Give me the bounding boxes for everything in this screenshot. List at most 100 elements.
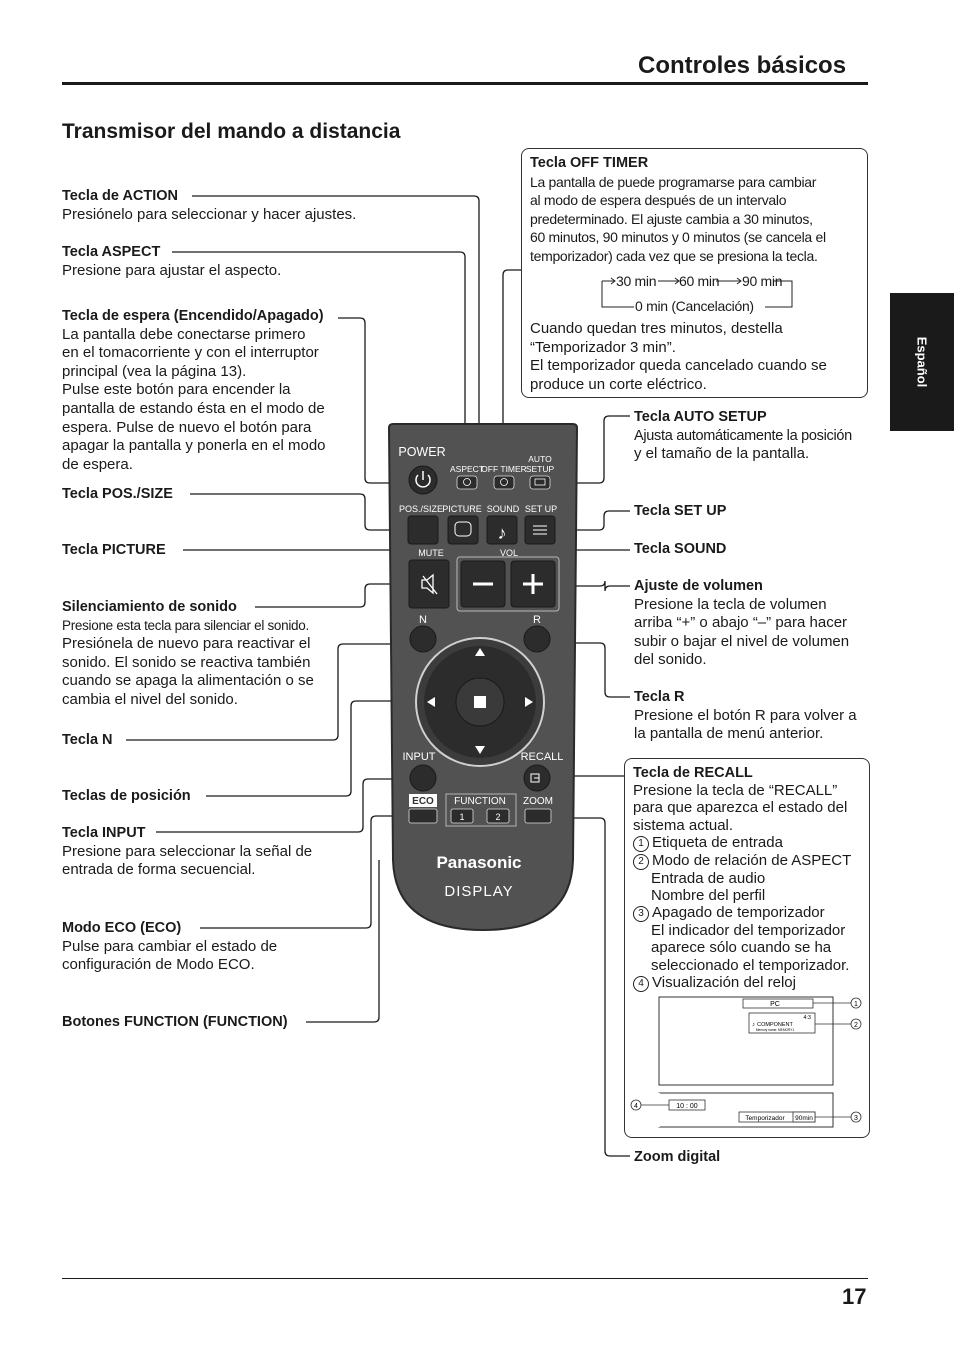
- mute-line: sonido. El sonido se reactiva también: [62, 653, 311, 671]
- mute-small: Presione esta tecla para silenciar el so…: [62, 617, 309, 633]
- mute-line: Presiónela de nuevo para reactivar el: [62, 635, 311, 653]
- eco-line: Pulse para cambiar el estado de: [62, 937, 278, 955]
- autosetup-button[interactable]: [529, 475, 551, 490]
- item-line: Visualización del reloj: [652, 973, 796, 991]
- r-title: Tecla R: [634, 689, 685, 705]
- aspect-button[interactable]: [456, 475, 478, 490]
- screen-input: PC: [770, 1001, 780, 1008]
- recall-title: Tecla de RECALL: [633, 765, 753, 781]
- item-number: 2: [633, 853, 649, 870]
- function-1-button[interactable]: [450, 808, 474, 824]
- annotation-eco: Modo ECO (ECO) Pulse para cambiar el est…: [62, 919, 277, 975]
- screen-timer-label: Temporizador: [745, 1115, 785, 1122]
- standby-line: apagar la pantalla y ponerla en el modo: [62, 437, 326, 455]
- label-eco: ECO: [412, 796, 434, 807]
- left-arrow-icon[interactable]: [427, 697, 435, 707]
- sound-button[interactable]: [486, 515, 518, 545]
- function-frame: [445, 793, 517, 827]
- eco-title: Modo ECO (ECO): [62, 920, 182, 936]
- volume-line: Presione la tecla de volumen: [634, 595, 827, 613]
- up-arrow-icon[interactable]: [475, 648, 485, 656]
- item-line: aparece sólo cuando se ha: [651, 939, 832, 957]
- picture-title: Tecla PICTURE: [62, 542, 166, 558]
- down-arrow-icon[interactable]: [475, 746, 485, 754]
- zoom-button[interactable]: [524, 808, 552, 824]
- cycle-90: 90 min: [742, 273, 783, 289]
- picture-button[interactable]: [447, 515, 479, 545]
- label-power: POWER: [398, 445, 445, 459]
- callout-2: 2: [854, 1022, 858, 1029]
- recall-box: Tecla de RECALL Presione la tecla de “RE…: [624, 758, 870, 1138]
- eco-button[interactable]: [408, 808, 438, 824]
- volume-frame: [456, 556, 560, 612]
- volume-title: Ajuste de volumen: [634, 578, 763, 594]
- offtimer-line: predeterminado. El ajuste cambia a 30 mi…: [530, 210, 813, 227]
- line-r: [552, 642, 630, 698]
- aspect-title: Tecla ASPECT: [62, 244, 161, 260]
- recall-line: sistema actual.: [633, 816, 734, 834]
- page-header-title: Controles básicos: [638, 52, 847, 79]
- menu-icon: [533, 525, 547, 535]
- offtimer-line2: “Temporizador 3 min”.: [530, 338, 676, 356]
- item-number: 1: [633, 835, 649, 852]
- annotation-action: Tecla de ACTION Presiónelo para seleccio…: [62, 187, 356, 224]
- autosetup-title: Tecla AUTO SETUP: [634, 409, 767, 425]
- section-title: Transmisor del mando a distancia: [62, 120, 401, 143]
- screen-aspect: 4:3: [803, 1015, 811, 1021]
- annotation-autosetup: Tecla AUTO SETUP Ajusta automáticamente …: [634, 408, 874, 464]
- callout-3: 3: [854, 1115, 858, 1122]
- aspect-box: [748, 1012, 816, 1034]
- line-function: [306, 860, 380, 1023]
- volume-line: arriba “+” o abajo “–” para hacer: [634, 614, 848, 632]
- offtimer-line2: Cuando quedan tres minutos, destella: [530, 320, 783, 337]
- possize-button[interactable]: [407, 515, 439, 545]
- input-line: entrada de forma secuencial.: [62, 861, 256, 879]
- annotation-aspect: Tecla ASPECT Presione para ajustar el as…: [62, 243, 281, 280]
- right-arrow-icon[interactable]: [525, 697, 533, 707]
- r-button[interactable]: [523, 625, 551, 653]
- standby-line: La pantalla debe conectarse primero: [62, 325, 306, 343]
- mute-line: cambia el nivel del sonido.: [62, 690, 238, 708]
- offtimer-line: al modo de espera después de un interval…: [530, 192, 787, 209]
- screen-frame-top: [658, 996, 834, 1086]
- cycle-arrows: [601, 277, 793, 308]
- r-line: Presione el botón R para volver a: [634, 706, 857, 724]
- plus-icon: [523, 574, 543, 594]
- standby-line: pantalla de estando ésta en el modo de: [62, 399, 325, 417]
- action-icon: [474, 696, 486, 708]
- callout-1: 1: [854, 1001, 858, 1008]
- eco-line: configuración de Modo ECO.: [62, 956, 255, 974]
- label-vol: VOL: [500, 548, 518, 558]
- item-line: El indicador del temporizador: [651, 922, 846, 940]
- input-label-box: [742, 998, 814, 1009]
- setup-title: Tecla SET UP: [634, 503, 727, 519]
- autosetup-line: Ajusta automáticamente la posición: [634, 427, 852, 444]
- label-input: INPUT: [403, 751, 436, 763]
- item-line: seleccionado el temporizador.: [651, 956, 850, 974]
- cycle-30: 30 min: [616, 273, 657, 289]
- annotation-volume: Ajuste de volumen Presione la tecla de v…: [634, 577, 849, 670]
- page-number: 17: [842, 1284, 867, 1309]
- line-zoom: [552, 817, 630, 1157]
- standby-line: en el tomacorriente y con el interruptor: [62, 344, 319, 362]
- item-number: 4: [633, 975, 649, 992]
- label-possize: POS./SIZE: [399, 504, 443, 514]
- standby-line: Pulse este botón para encender la: [62, 381, 291, 399]
- auto-icon: [534, 478, 546, 486]
- eco-label-box: [409, 794, 437, 807]
- input-title: Tecla INPUT: [62, 825, 146, 841]
- mute-line: cuando se apaga la alimentación o se: [62, 672, 314, 690]
- line-possize: [190, 493, 410, 531]
- autosetup-line: y el tamaño de la pantalla.: [634, 445, 810, 463]
- callout-4: 4: [634, 1103, 638, 1110]
- function-2-button[interactable]: [486, 808, 510, 824]
- offtimer-button[interactable]: [493, 475, 515, 490]
- standby-title: Tecla de espera (Encendido/Apagado): [62, 308, 324, 324]
- item-line: Etiqueta de entrada: [652, 833, 783, 851]
- input-button[interactable]: [409, 764, 437, 792]
- offtimer-line: 60 minutos, 90 minutos y 0 minutos (se c…: [530, 229, 826, 246]
- label-setup-top: SETUP: [526, 464, 555, 474]
- n-button[interactable]: [409, 625, 437, 653]
